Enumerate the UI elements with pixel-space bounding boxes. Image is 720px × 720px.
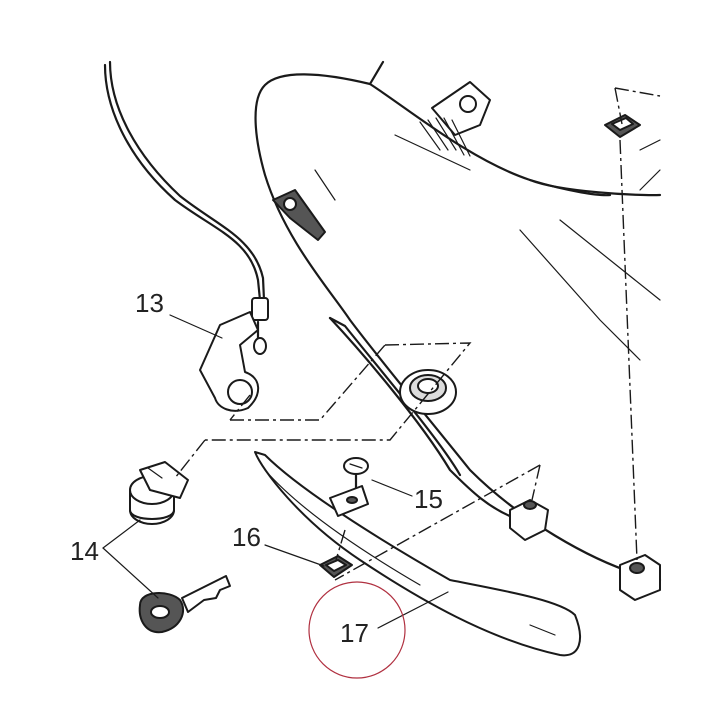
clip-top-right: [604, 114, 641, 138]
grommet: [399, 369, 457, 415]
callout-16: 16: [232, 522, 261, 552]
lock-cylinder: [129, 461, 189, 525]
trim-strip: [254, 451, 581, 657]
clip-nut: [319, 555, 353, 578]
leader-lines: [102, 314, 449, 629]
highlight-circle: [308, 581, 406, 679]
clip-middle: [509, 499, 549, 541]
mounting-bracket-top: [419, 81, 491, 157]
screw-mount: [329, 485, 369, 517]
key-icon: [138, 575, 231, 634]
callout-14: 14: [70, 536, 99, 566]
callout-15: 15: [414, 484, 443, 514]
callout-17: 17: [340, 618, 369, 648]
clip-lower-right: [619, 554, 661, 601]
callout-13: 13: [135, 288, 164, 318]
screw: [343, 457, 369, 490]
release-cable: [103, 60, 269, 355]
latch-bracket: [199, 311, 260, 412]
assembly-lines: [174, 87, 661, 581]
hook-bracket: [272, 189, 326, 241]
